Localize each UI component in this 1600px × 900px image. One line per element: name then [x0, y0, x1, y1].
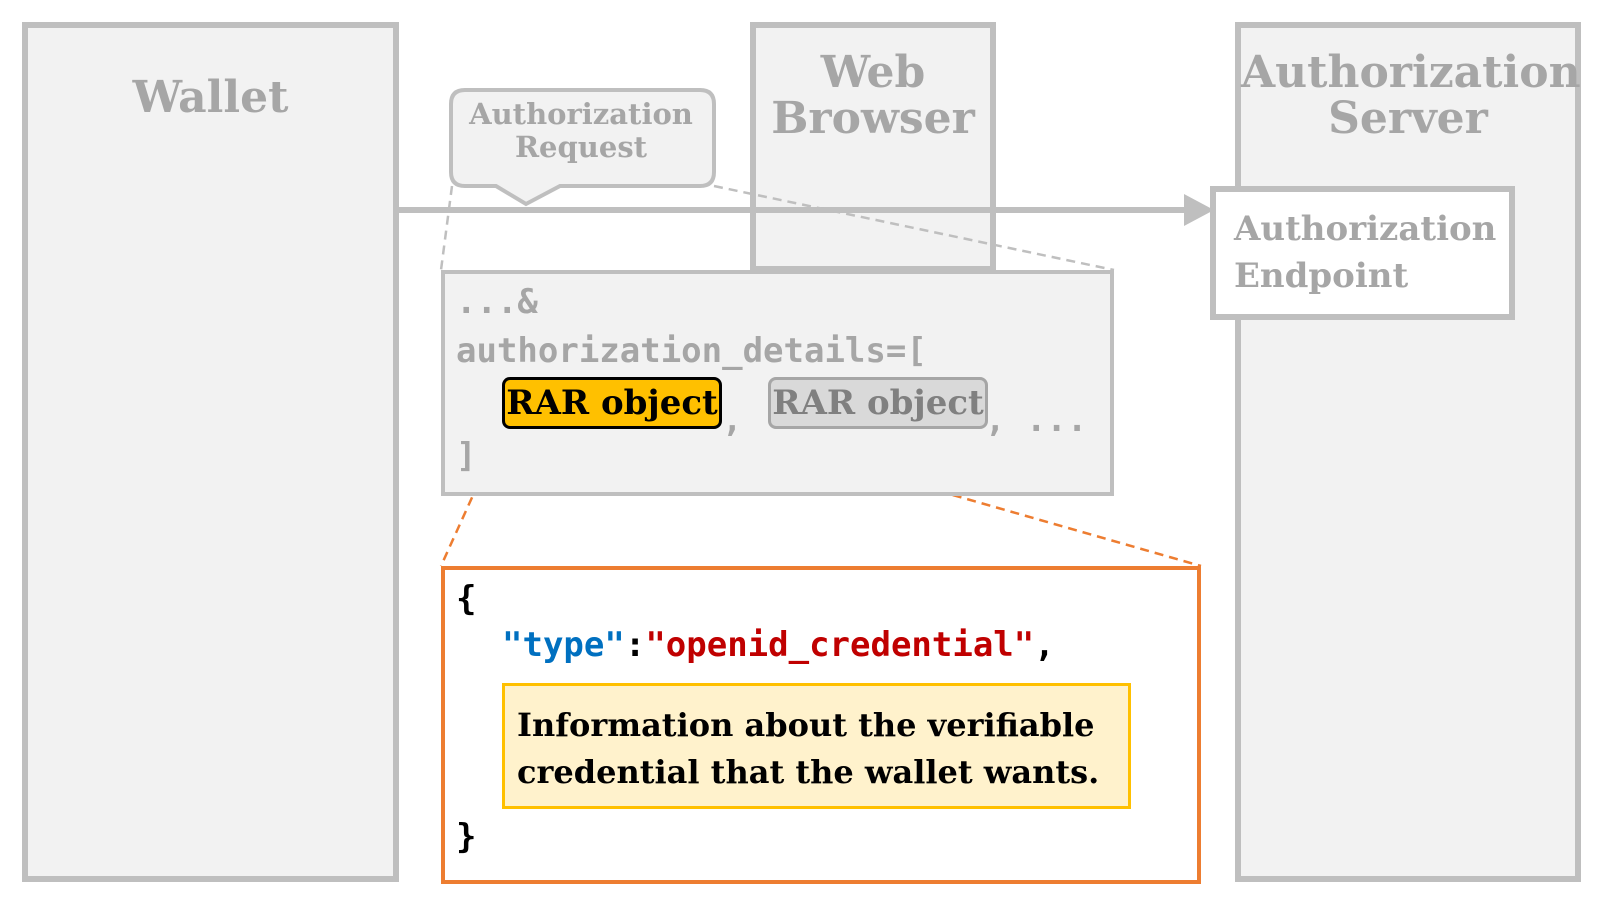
authorization-request-label: Authorization Request	[450, 98, 712, 164]
authorization-request-callout	[449, 88, 716, 207]
credential-info-line-2: credential that the wallet wants.	[517, 753, 1100, 791]
wallet-lane: Wallet	[22, 22, 399, 882]
authorization-request-line-2: Request	[514, 130, 648, 164]
authorization-server-lane: Authorization Server	[1235, 22, 1581, 882]
request-arrow-head	[1184, 194, 1214, 226]
authorization-server-title-line-2: Server	[1328, 93, 1488, 144]
rar-object-highlighted: RAR object	[502, 377, 722, 429]
web-browser-title-line-2: Browser	[771, 93, 975, 144]
authorization-endpoint-line-1: Authorization	[1234, 209, 1497, 249]
rar-dash-left	[439, 428, 505, 567]
json-colon: :	[624, 625, 646, 665]
json-close-brace: }	[456, 817, 477, 857]
authorization-server-title-line-1: Authorization	[1241, 47, 1581, 98]
json-type-entry: "type":"openid_credential",	[502, 626, 1055, 664]
credential-info-line-1: Information about the verifiable	[517, 706, 1095, 744]
credential-info-note: Information about the verifiable credent…	[502, 683, 1131, 809]
web-browser-title-line-1: Web	[820, 47, 926, 98]
query-line-2: authorization_details=[	[456, 331, 927, 371]
query-trailing-ellipsis: , ...	[985, 400, 1088, 440]
web-browser-lane: Web Browser	[750, 22, 996, 272]
callout-dash-right	[713, 184, 1115, 272]
json-comma: ,	[1034, 625, 1055, 665]
authorization-server-title: Authorization Server	[1241, 47, 1581, 144]
web-browser-title: Web Browser	[756, 50, 990, 142]
json-key-type: "type"	[502, 625, 625, 665]
authorization-endpoint-line-2: Endpoint	[1234, 256, 1409, 296]
wallet-title: Wallet	[132, 72, 289, 123]
query-separator: ,	[722, 400, 743, 440]
query-closing-bracket: ]	[456, 436, 477, 476]
json-value-type: "openid_credential"	[645, 625, 1035, 665]
json-open-brace: {	[456, 579, 477, 619]
rar-object-secondary: RAR object	[768, 377, 988, 429]
authorization-endpoint: Authorization Endpoint	[1210, 186, 1515, 320]
authorization-request-line-1: Authorization	[469, 97, 693, 131]
query-line-1: ...&	[456, 282, 538, 322]
callout-dash-left	[439, 185, 454, 271]
